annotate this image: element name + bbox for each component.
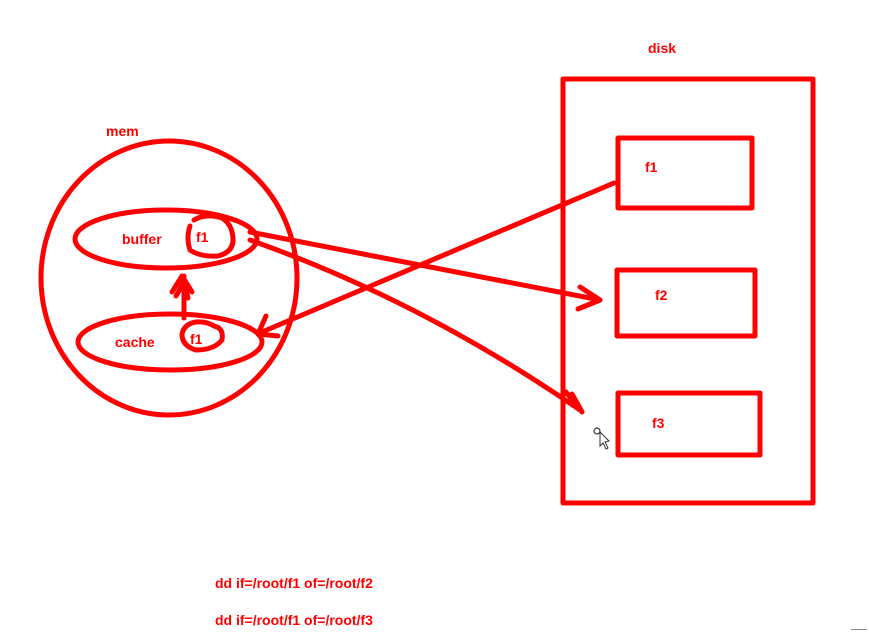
buffer-f1-label: f1	[196, 229, 209, 245]
disk-f1-to-cache-arrow-head	[255, 313, 281, 339]
disk-f3-label: f3	[652, 415, 665, 431]
disk-f1-to-cache-arrow-shaft	[259, 180, 617, 335]
buffer-to-f3-arrow-head	[563, 389, 585, 415]
buffer-to-f2-arrow-shaft	[247, 229, 603, 303]
cache-f1-scribble	[179, 319, 225, 353]
corner-mark	[851, 629, 867, 630]
mem-circle	[38, 138, 300, 418]
disk-f3-box	[615, 390, 763, 458]
cache-f1-label: f1	[190, 331, 203, 347]
cache-to-buffer-arrow-head	[169, 273, 195, 301]
disk-f2-box	[614, 267, 758, 339]
cache-ellipse	[75, 311, 265, 373]
buffer-ellipse	[72, 207, 260, 271]
disk-f2-label: f2	[655, 287, 668, 303]
disk-label: disk	[648, 40, 676, 56]
buffer-to-f2-arrow-head	[575, 284, 603, 312]
cache-label: cache	[115, 334, 155, 350]
disk-f1-label: f1	[645, 159, 658, 175]
dd-command-f3: dd if=/root/f1 of=/root/f3	[215, 612, 373, 628]
mouse-pointer-icon	[593, 427, 610, 450]
mem-label: mem	[106, 123, 139, 139]
buffer-f1-scribble	[185, 213, 236, 259]
disk-f1-box	[615, 135, 755, 211]
buffer-to-f3-arrow-shaft	[247, 237, 583, 413]
buffer-label: buffer	[122, 231, 162, 247]
dd-command-f2: dd if=/root/f1 of=/root/f2	[215, 575, 373, 591]
